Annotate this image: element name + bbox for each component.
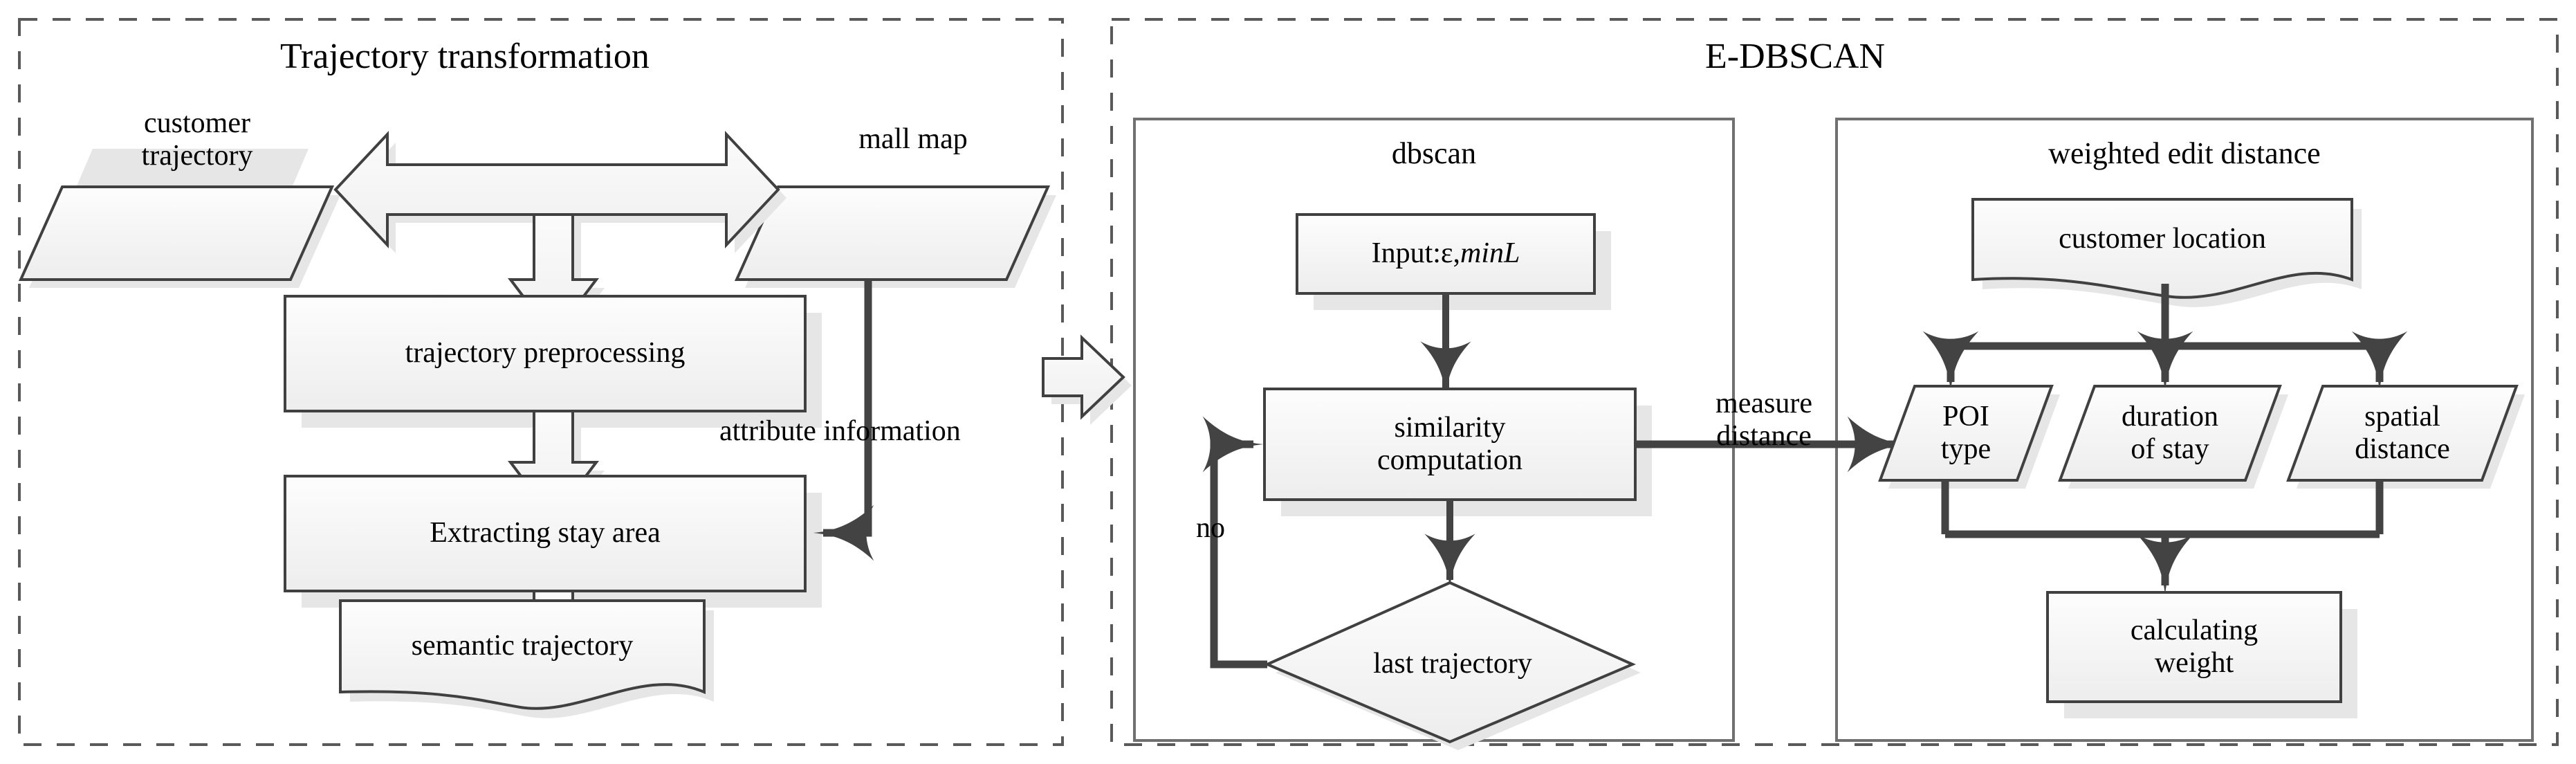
connector-attribute-information — [813, 280, 874, 561]
node-shape-trajectory-preprocessing — [284, 295, 822, 428]
edge-label-measure-distance: measure distance — [1715, 388, 1812, 453]
node-shape-semantic-trajectory — [339, 599, 714, 718]
subpanel-title-weighted-edit-distance: weighted edit distance — [2048, 136, 2321, 170]
panel-title-e-dbscan: E-DBSCAN — [1705, 37, 1886, 76]
node-shape-customer-location — [1971, 198, 2362, 307]
node-shape-input-params — [1296, 213, 1611, 310]
node-shape-spatial-distance — [2286, 385, 2525, 489]
node-shape-similarity-computation — [1263, 388, 1652, 516]
panel-border-e-dbscan — [1110, 18, 2559, 746]
subpanel-border-dbscan — [1133, 118, 1735, 742]
node-shape-poi-type — [1878, 385, 2060, 489]
connector-block-arrow-bidirectional — [333, 130, 786, 253]
panel-title-trajectory-transformation: Trajectory transformation — [280, 37, 650, 76]
node-shape-customer-trajectory — [18, 149, 340, 288]
connector-no-loop — [1202, 416, 1267, 668]
edge-label-no: no — [1196, 512, 1225, 544]
node-shape-calculating-weight — [2046, 591, 2357, 718]
subpanel-border-weighted-edit-distance — [1835, 118, 2534, 742]
node-shape-last-trajectory — [1263, 581, 1641, 750]
connector-fanin-to-calculating-weight — [1941, 480, 2384, 596]
node-shape-extracting-stay-area — [284, 475, 822, 608]
node-shape-duration-of-stay — [2058, 385, 2288, 489]
connector-customer-location-fanout — [1922, 284, 2408, 392]
connector-block-arrow-panels — [1042, 334, 1132, 425]
edge-label-attribute-information: attribute information — [719, 415, 961, 447]
node-shape-mall-map — [734, 185, 1056, 288]
subpanel-title-dbscan: dbscan — [1391, 136, 1477, 170]
